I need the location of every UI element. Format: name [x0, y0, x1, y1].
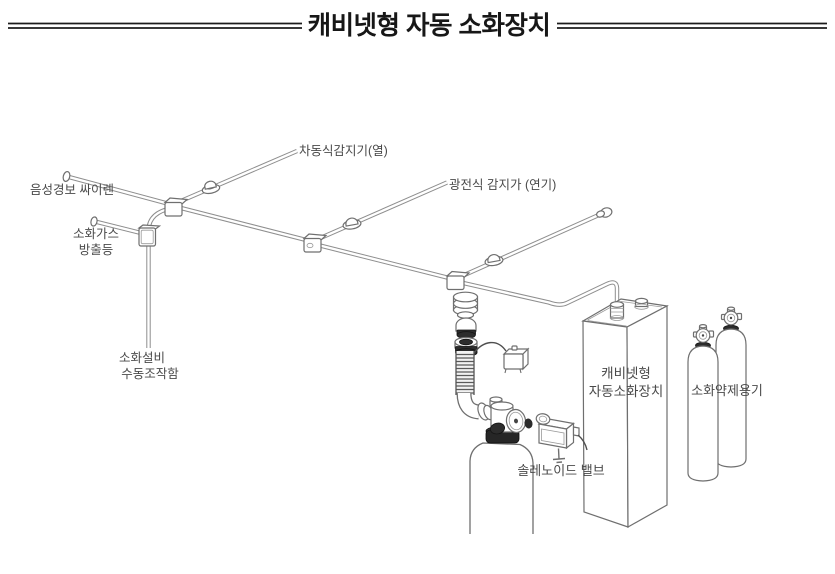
extinguisher-tank — [469, 442, 534, 534]
cabinet — [581, 298, 669, 529]
smoke-detector-label: 광전식 감지가 (연기) — [449, 178, 556, 192]
junction-box-right — [445, 270, 471, 291]
agent-cylinder-back — [715, 306, 747, 468]
branch-pipe-endcap — [595, 207, 613, 218]
pressure-switch-box — [502, 345, 530, 374]
discharge-lamp-endcap — [90, 216, 98, 227]
fitting-dot — [524, 418, 533, 429]
siren-label: 음성경보 싸이렌 — [30, 183, 114, 197]
junction-box-mid — [302, 233, 328, 253]
agent-container-label: 소화약제용기 — [691, 383, 763, 398]
detector-dome-smoke-1 — [342, 217, 362, 230]
junction-box-center — [163, 197, 189, 217]
solenoid-valve — [535, 413, 588, 464]
title-rule-left — [8, 22, 302, 29]
title-rule-right — [557, 22, 827, 29]
manual-box-label-line2: 수동조작함 — [121, 367, 179, 381]
tank-valve — [489, 396, 527, 435]
solenoid-valve-label: 솔레노이드 밸브 — [517, 463, 604, 478]
gas-lamp-label-line2: 방출등 — [79, 243, 114, 257]
switch-wire — [473, 341, 507, 354]
siren-pipe-endcap — [62, 170, 71, 183]
agent-cylinder-front — [687, 324, 719, 482]
cabinet-top-cap — [634, 297, 649, 310]
page-title: 캐비넷형 자동 소화장치 — [308, 12, 551, 40]
detector-dome-heat — [201, 180, 221, 195]
manual-box-label-line1: 소화설비 — [119, 351, 165, 365]
gas-lamp-label-line1: 소화가스 — [73, 227, 119, 241]
detector-dome-smoke-2 — [484, 254, 504, 267]
cabinet-pipe-fitting — [609, 301, 625, 321]
junction-box-lamp — [137, 224, 162, 247]
labels-layer: 음성경보 싸이렌 소화가스 방출등 차동식감지기(열) 광전식 감지가 (연기)… — [30, 144, 763, 478]
cabinet-label-line2: 자동소화장치 — [589, 384, 664, 399]
heat-detector-label: 차동식감지기(열) — [299, 144, 388, 158]
discharge-nozzle-parts — [452, 291, 479, 357]
cabinet-label-line1: 캐비넷형 — [601, 366, 651, 381]
title-block: 캐비넷형 자동 소화장치 — [8, 12, 827, 40]
discharge-hose — [455, 351, 494, 421]
